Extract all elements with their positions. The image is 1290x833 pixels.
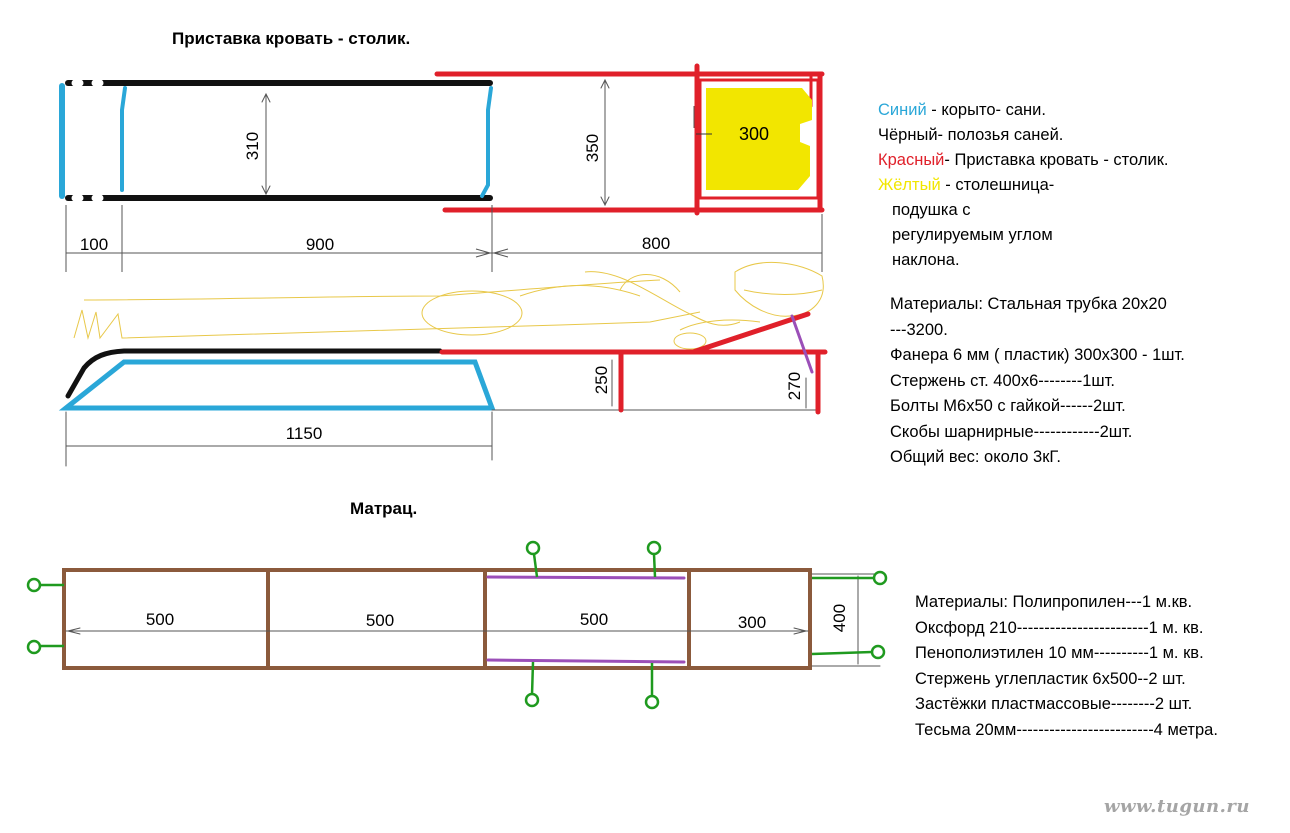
label-300-board: 300 [739, 124, 769, 144]
materials-bed-line: Скобы шарнирные------------2шт. [890, 422, 1133, 441]
materials-bed-line: Болты М6х50 с гайкой------2шт. [890, 397, 1126, 415]
materials-mattress-line: Стержень углепластик 6х500--2 шт. [915, 669, 1186, 688]
materials-mattress-line: Застёжки пластмассовые--------2 шт. [915, 695, 1193, 713]
label-310: 310 [243, 132, 262, 160]
label-250: 250 [592, 366, 611, 394]
arrow-head [600, 196, 610, 207]
legend-line: регулируемым углом [892, 226, 1053, 244]
arrow-head [475, 248, 492, 258]
materials-bed-line: ---3200. [890, 320, 948, 339]
mattress-view [62, 568, 881, 670]
mattress-label-s1: 500 [146, 610, 174, 629]
legend-text: - корыто- сани. [926, 101, 1046, 119]
legend-line: подушка с [892, 201, 971, 219]
mattress-label-s4: 300 [738, 613, 766, 632]
materials-bed-line: Стержень ст. 400х6--------1шт. [890, 371, 1115, 390]
legend-color-word: Жёлтый [878, 176, 941, 194]
label-1150: 1150 [286, 424, 323, 443]
label-270: 270 [785, 372, 804, 400]
sketch-hair [743, 289, 823, 295]
side-trough-blue [58, 359, 496, 411]
materials-mattress-line: Оксфорд 210------------------------1 м. … [915, 618, 1204, 637]
trough-rear-blue [480, 86, 493, 198]
materials-mattress-line: Материалы: Полипропилен---1 м.кв. [915, 593, 1193, 611]
sketch-forearm [679, 319, 761, 331]
board-frame-red [698, 78, 820, 200]
carbon-rod-bottom-purple [486, 658, 686, 664]
materials-bed: Материалы: Стальная трубка 20х20 ---3200… [890, 292, 1185, 471]
legend-blue: Синий - корыто- сани. [878, 98, 1169, 123]
mattress-label-s2: 500 [366, 611, 394, 630]
label-900: 900 [306, 235, 334, 254]
legend-red: Красный- Приставка кровать - столик. [878, 148, 1169, 173]
mattress-label-s3: 500 [580, 610, 608, 629]
side-rod-purple [790, 314, 814, 374]
sketch-back [83, 279, 661, 301]
sketch-elbow [619, 274, 681, 293]
mattress-outline-brown [62, 568, 812, 670]
table-board-yellow [706, 88, 812, 190]
arrow-head [600, 78, 610, 89]
legend-text: - Приставка кровать - столик. [944, 151, 1169, 169]
legend-line: наклона. [892, 251, 960, 269]
legend-color-word: Синий [878, 101, 927, 119]
straps [26, 540, 888, 710]
sketch-arm [584, 271, 741, 326]
sketch-belly [519, 285, 641, 297]
materials-bed-line: Фанера 6 мм ( пластик) 300х300 - 1шт. [890, 346, 1185, 364]
strap [811, 650, 873, 656]
legend-color-word: Красный [878, 151, 945, 169]
arrow-head [261, 185, 271, 196]
strap-buckle [26, 639, 42, 655]
legend-text: Чёрный- полозья саней. [878, 126, 1064, 144]
title-bed-table: Приставка кровать - столик. [172, 29, 411, 48]
arrow-head [492, 248, 509, 258]
strap-buckle [644, 694, 660, 710]
watermark: www.tugun.ru [1104, 796, 1250, 817]
arrow-head [261, 92, 271, 103]
strap-buckle [870, 644, 886, 660]
strap-buckle [525, 540, 541, 556]
title-mattress: Матрац. [350, 499, 418, 518]
side-board-red [690, 311, 811, 355]
sketch-hip [421, 290, 523, 336]
side-runner-black [65, 348, 443, 399]
materials-mattress-line: Тесьма 20мм-------------------------4 ме… [915, 720, 1218, 739]
legend-black: Чёрный- полозья саней. [878, 123, 1169, 148]
label-350: 350 [583, 134, 602, 162]
mattress-label-width: 400 [830, 604, 849, 632]
strap [530, 661, 535, 696]
legend-yellow: Жёлтый - столешница- [878, 173, 1169, 198]
trough-inner-blue [120, 86, 127, 192]
color-legend: Синий - корыто- сани. Чёрный- полозья са… [878, 98, 1169, 273]
strap-buckle [646, 540, 662, 556]
arrow-head [67, 627, 81, 635]
strap [652, 553, 657, 578]
top-dimension-line [65, 205, 823, 272]
materials-mattress: Материалы: Полипропилен---1 м.кв. Оксфор… [915, 590, 1218, 743]
dimension-labels: 310 350 300 100 900 800 1150 250 270 500… [80, 124, 849, 632]
strap-buckle [26, 577, 42, 593]
side-view [58, 311, 828, 467]
label-800: 800 [642, 234, 670, 253]
strap [532, 553, 539, 578]
top-view [59, 63, 825, 216]
arrow-head [793, 627, 807, 635]
materials-bed-line: Материалы: Стальная трубка 20х20 [890, 295, 1167, 313]
carbon-rod-top-purple [486, 575, 686, 580]
sketch-head [734, 261, 824, 317]
label-100: 100 [80, 235, 108, 254]
strap-buckle [872, 570, 888, 586]
sketch-hand [673, 332, 707, 350]
legend-text: - столешница- [940, 176, 1055, 194]
sketch-legs [73, 309, 701, 340]
materials-mattress-line: Пенополиэтилен 10 мм----------1 м. кв. [915, 644, 1204, 662]
materials-bed-line: Общий вес: около 3кГ. [890, 448, 1061, 466]
person-sketch [73, 261, 824, 350]
strap-buckle [524, 692, 540, 708]
